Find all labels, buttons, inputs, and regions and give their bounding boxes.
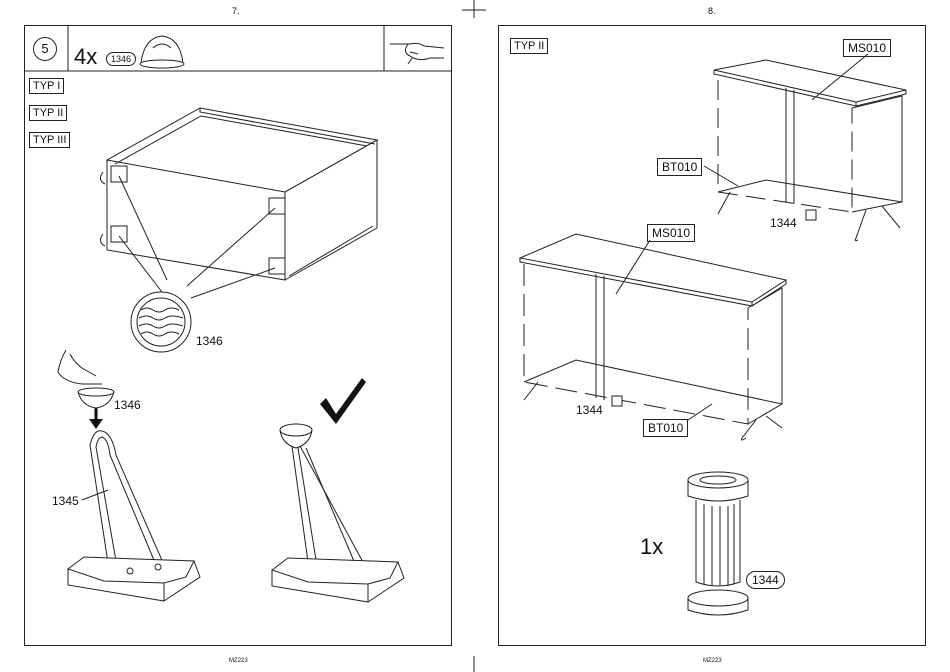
top-cabinet-top-leader <box>812 54 872 104</box>
step-number: 5 <box>41 41 48 56</box>
top-cabinet-bottom-label: BT010 <box>657 158 702 176</box>
adjustable-foot-drawing <box>678 466 758 626</box>
foot-quantity: 1x <box>640 534 663 560</box>
left-footer-code: MZ223 <box>229 658 248 664</box>
cap-part-icon <box>138 32 188 68</box>
right-page-number: 8. <box>708 6 716 16</box>
leg-leader-line <box>82 490 112 504</box>
type-label-3: TYP III <box>29 132 70 148</box>
bottom-cabinet-foot-icon <box>610 394 624 408</box>
bottom-cabinet-bottom-label: BT010 <box>643 419 688 437</box>
finger-press-icon <box>388 34 448 68</box>
cap-small-label: 1346 <box>114 398 141 412</box>
foot-badge: 1344 <box>746 571 785 589</box>
top-cabinet-bottom-leader <box>704 166 744 196</box>
cap-closeup-drawing <box>129 290 193 354</box>
bottom-cabinet-bottom-leader <box>688 404 718 424</box>
finger-cap-drawing <box>52 346 122 416</box>
bottom-cabinet-top-leader <box>616 240 656 300</box>
cap-closeup-label: 1346 <box>196 334 223 348</box>
right-footer-code: MZ223 <box>703 658 722 664</box>
top-cabinet-foot-label: 1344 <box>770 216 797 230</box>
hairpin-leg-after-drawing <box>268 410 418 610</box>
left-page-number: 7. <box>232 6 240 16</box>
type-label-2: TYP II <box>29 105 67 121</box>
top-cabinet-foot-icon <box>804 208 818 222</box>
part-badge: 1346 <box>106 52 136 66</box>
checkmark-icon <box>318 376 368 426</box>
bottom-cabinet-foot-label: 1344 <box>576 403 603 417</box>
hairpin-leg-before-drawing <box>64 425 214 625</box>
part-quantity: 4x <box>74 44 97 70</box>
step-number-circle: 5 <box>33 37 57 61</box>
bottom-cabinet-drawing <box>516 232 796 442</box>
leg-label: 1345 <box>52 494 79 508</box>
cabinet-box-drawing <box>95 100 395 300</box>
right-type-label: TYP II <box>510 38 548 54</box>
type-label-1: TYP I <box>29 78 64 94</box>
